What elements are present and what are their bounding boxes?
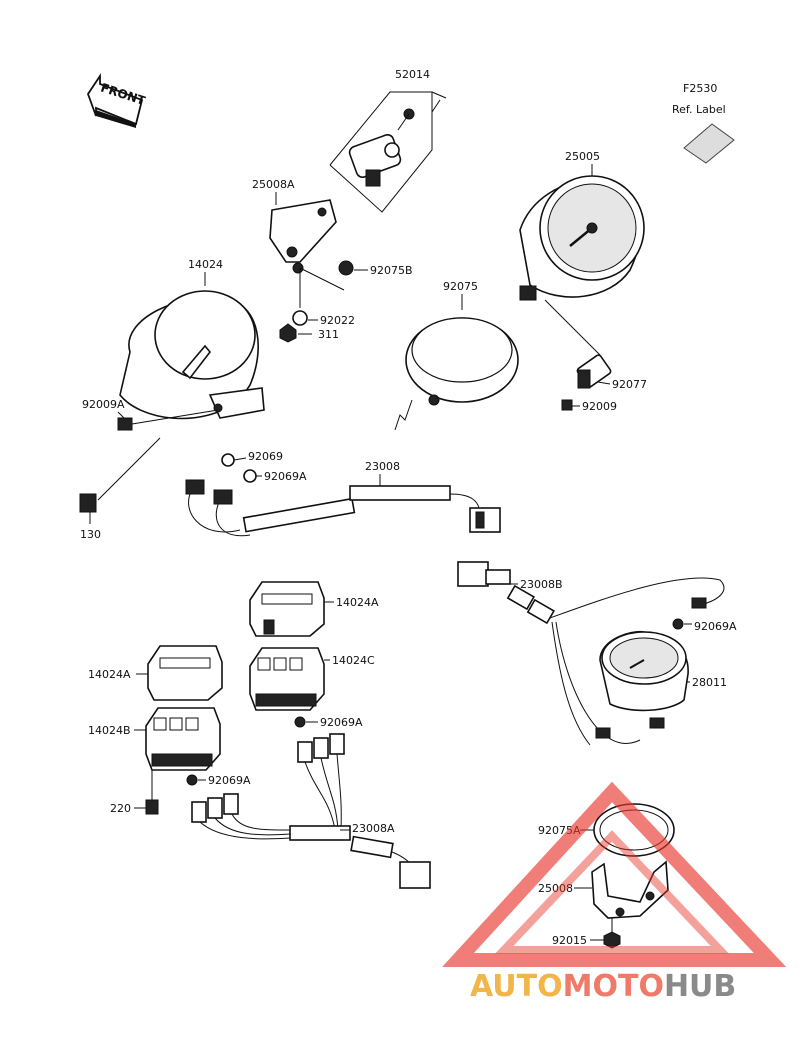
bulb-92069-icon bbox=[221, 453, 235, 467]
part-92009A: 92009A bbox=[82, 398, 125, 411]
part-28011: 28011 bbox=[692, 676, 727, 689]
part-52014: 52014 bbox=[395, 68, 430, 81]
relay-14024A-left-part bbox=[147, 645, 223, 701]
part-23008A: 23008A bbox=[352, 822, 395, 835]
part-25008: 25008 bbox=[538, 882, 573, 895]
ref-label-icon bbox=[683, 123, 735, 164]
ref-label-text: Ref. Label bbox=[672, 103, 726, 116]
watermark-moto: MOTO bbox=[563, 969, 664, 1004]
diagram-code: F2530 bbox=[683, 82, 717, 95]
part-92015: 92015 bbox=[552, 934, 587, 947]
part-92075: 92075 bbox=[443, 280, 478, 293]
part-23008: 23008 bbox=[365, 460, 400, 473]
bracket-25008A-part bbox=[269, 199, 337, 274]
part-14024B: 14024B bbox=[88, 724, 131, 737]
part-92022: 92022 bbox=[320, 314, 355, 327]
part-14024A-left: 14024A bbox=[88, 668, 131, 681]
bulb-92069A-icon bbox=[243, 469, 257, 483]
part-92069A-1: 92069A bbox=[264, 470, 307, 483]
relay-14024C-part bbox=[249, 647, 325, 711]
part-25005: 25005 bbox=[565, 150, 600, 163]
part-14024: 14024 bbox=[188, 258, 223, 271]
part-14024A-top: 14024A bbox=[336, 596, 379, 609]
relay-14024B-part bbox=[145, 707, 221, 771]
harness-23008A-part bbox=[191, 733, 431, 889]
drive-unit-92077-part bbox=[576, 354, 612, 389]
bolt-92009A-icon bbox=[117, 417, 133, 431]
meter-cover-14024-part bbox=[119, 290, 265, 420]
bulb-92069A-4-icon bbox=[672, 618, 684, 630]
bolt-220-icon bbox=[145, 799, 159, 815]
part-25008A: 25008A bbox=[252, 178, 295, 191]
part-220: 220 bbox=[110, 802, 131, 815]
watermark-auto: AUTO bbox=[470, 969, 563, 1004]
part-23008B: 23008B bbox=[520, 578, 563, 591]
front-arrow-icon: FRONT bbox=[86, 73, 148, 128]
nut-92015-icon bbox=[603, 931, 621, 949]
part-14024C: 14024C bbox=[332, 654, 375, 667]
speedo-switch-part bbox=[348, 108, 415, 187]
bulb-92069A-2-icon bbox=[294, 716, 306, 728]
bracket-25008-part bbox=[591, 860, 669, 919]
harness-23008B-part bbox=[457, 561, 725, 746]
part-92077: 92077 bbox=[612, 378, 647, 391]
nut-92075B-icon bbox=[338, 260, 354, 276]
bulb-92069A-3-icon bbox=[186, 774, 198, 786]
watermark-hub: HUB bbox=[664, 969, 736, 1004]
watermark-logo bbox=[442, 781, 787, 967]
ring-92075-part bbox=[405, 317, 519, 406]
harness-23008-part bbox=[185, 479, 501, 537]
screw-92009-icon bbox=[561, 399, 573, 411]
nut-311-icon bbox=[279, 323, 297, 343]
part-92069A-3: 92069A bbox=[208, 774, 251, 787]
watermark-text: AUTOMOTOHUB bbox=[470, 969, 736, 1004]
watermark-triangle-icon bbox=[442, 781, 787, 967]
part-92075B: 92075B bbox=[370, 264, 413, 277]
relay-14024A-top-part bbox=[249, 581, 325, 637]
speedometer-25005-part bbox=[519, 175, 645, 301]
part-92069: 92069 bbox=[248, 450, 283, 463]
part-130: 130 bbox=[80, 528, 101, 541]
part-92069A-2: 92069A bbox=[320, 716, 363, 729]
tachometer-28011-part bbox=[599, 630, 689, 712]
part-92009: 92009 bbox=[582, 400, 617, 413]
bolt-130-icon bbox=[79, 493, 97, 513]
washer-92022-icon bbox=[292, 310, 308, 326]
part-311: 311 bbox=[318, 328, 339, 341]
part-92069A-4: 92069A bbox=[694, 620, 737, 633]
